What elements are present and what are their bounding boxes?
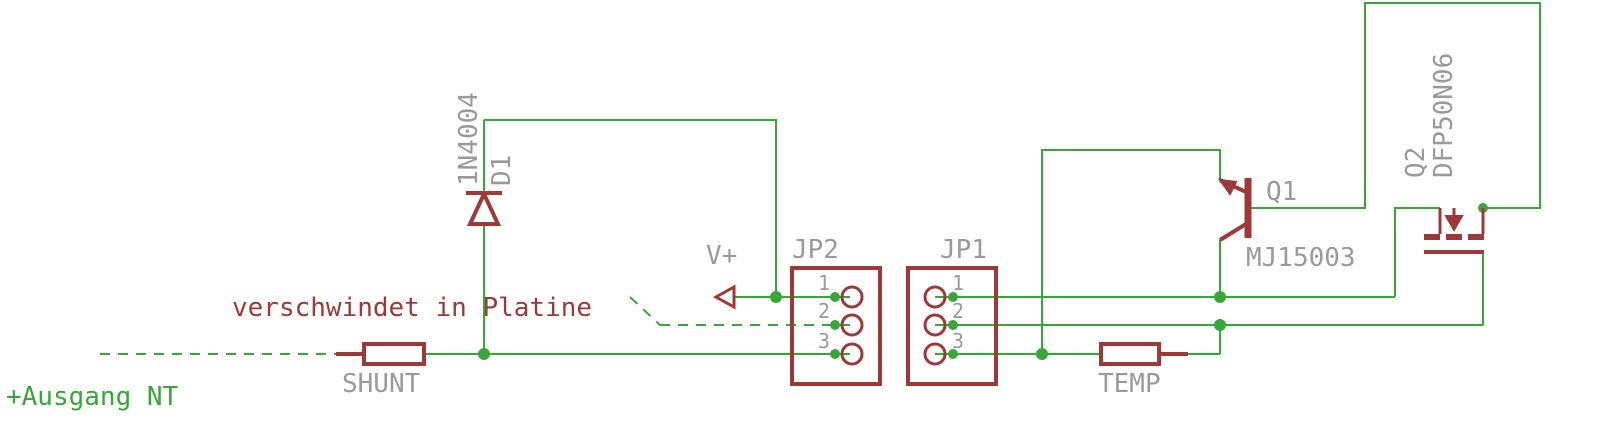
junction-dot [478, 348, 490, 360]
d1-value-label: 1N4004 [454, 92, 484, 186]
jp1-frame [906, 266, 998, 386]
q1-name-label: Q1 [1266, 177, 1297, 207]
q2-arrow [1444, 215, 1464, 233]
resistor-shunt: SHUNT [336, 342, 426, 399]
junction-dot [948, 349, 958, 359]
note-verschwindet: verschwindet in Platine [232, 293, 592, 323]
jp2-pin-pad [840, 285, 864, 309]
junction-dot [830, 320, 840, 330]
junction-dot [830, 349, 840, 359]
junction-dot [1214, 291, 1226, 303]
junction-dot [948, 292, 958, 302]
jp2-label: JP2 [792, 235, 839, 265]
jp1-pin-label: 2 [952, 299, 964, 323]
shunt-label: SHUNT [342, 369, 421, 399]
diode-d1: 1N4004 D1 [454, 92, 517, 226]
jp2-pin-pad [840, 342, 864, 366]
diode-body [466, 189, 502, 226]
vplus-arrow [712, 284, 736, 310]
wire-q2-gate [1394, 207, 1440, 297]
resistor-temp: TEMP [1098, 342, 1188, 399]
d1-name-label: D1 [487, 155, 517, 186]
jp1-label: JP1 [940, 235, 987, 265]
temp-body [1099, 342, 1161, 366]
q2-value-label: DFP50N06 [1429, 53, 1459, 178]
jp1-pin-pad [923, 342, 947, 366]
junctions [478, 203, 1488, 360]
temp-label: TEMP [1098, 369, 1161, 399]
junction-dot [948, 320, 958, 330]
jp2-pin-label: 1 [818, 271, 830, 295]
q1-arrow [1217, 178, 1238, 196]
jp1-pin-pad [923, 313, 947, 337]
jp2-pin-label: 2 [818, 299, 830, 323]
jp1-pin-label: 1 [952, 271, 964, 295]
wire-q1-collector-loop [1041, 149, 1221, 354]
wire-note-dashed [629, 296, 661, 326]
supply-vplus: V+ [706, 241, 737, 310]
net-label-ausgang: +Ausgang NT [6, 382, 179, 412]
jp1-pin-pad [923, 285, 947, 309]
jp2-pin-label: 3 [818, 329, 830, 353]
shunt-body [362, 342, 426, 366]
junction-dot [1036, 348, 1048, 360]
connector-jp2: JP2 1 2 3 [790, 235, 882, 386]
wire-diode-to-vplus [484, 119, 777, 297]
wires [100, 2, 1541, 355]
q2-name-label: Q2 [1401, 147, 1431, 178]
wire-q1-base [1250, 2, 1541, 209]
connector-jp1: JP1 1 2 3 [906, 235, 998, 386]
jp2-frame [790, 266, 882, 386]
mosfet-q2: Q2 DFP50N06 [1401, 53, 1485, 254]
junction-dot [770, 291, 782, 303]
jp1-pin-label: 3 [952, 329, 964, 353]
jp2-pin-pad [840, 313, 864, 337]
q1-value-label: MJ15003 [1246, 243, 1356, 273]
junction-dot [1214, 319, 1226, 331]
q1-emitter [1218, 222, 1248, 242]
vplus-label: V+ [706, 241, 737, 271]
junction-dot [830, 292, 840, 302]
transistor-q1: Q1 MJ15003 [1217, 177, 1356, 273]
